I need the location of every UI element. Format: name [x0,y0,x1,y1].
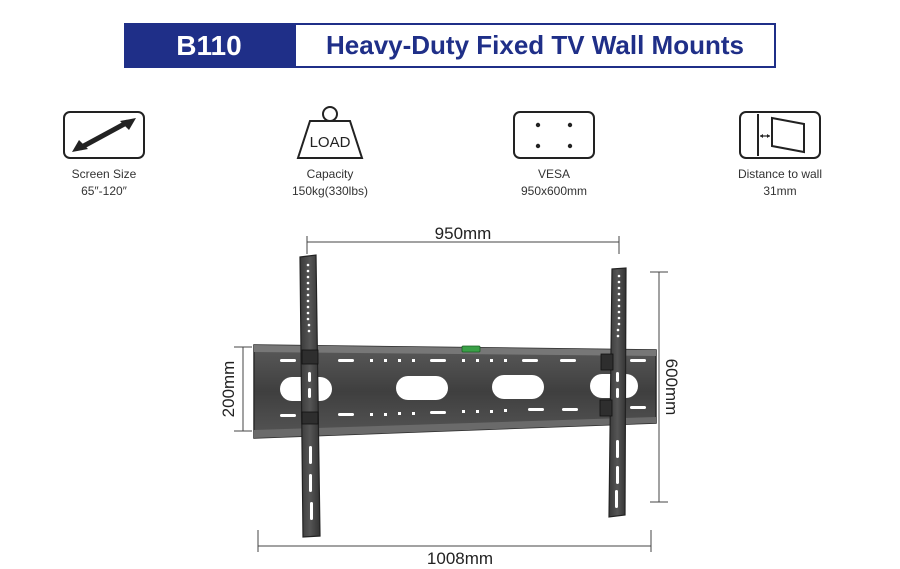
spec-label: Capacity [306,167,354,181]
spec-distance-to-wall: Distance to wall 31mm [690,110,870,199]
model-number: B110 [124,23,294,68]
dimension-bottom-width: 1008mm [257,530,652,568]
spec-label: VESA [537,167,570,181]
spec-value: 150kg(330lbs) [291,184,369,198]
dimension-right-height: 600mm [650,271,681,503]
spec-label: Screen Size [71,167,137,181]
dimension-top-width: 950mm [306,224,620,254]
wall-plate [253,344,657,439]
wall-distance-icon [739,111,821,159]
spec-value: 950x600mm [520,184,588,198]
product-title: Heavy-Duty Fixed TV Wall Mounts [294,23,776,68]
left-vertical-arm [299,254,321,538]
dimension-label: 1008mm [427,549,493,568]
dimension-label: 950mm [435,224,492,243]
header-banner: B110 Heavy-Duty Fixed TV Wall Mounts [124,23,776,68]
spec-value: 65″-120″ [81,184,127,198]
spec-label: Distance to wall [737,167,823,181]
right-vertical-arm [599,267,627,518]
spec-capacity: LOAD Capacity 150kg(330lbs) [240,104,420,199]
dimension-label: 200mm [219,361,238,418]
spec-vesa: VESA 950x600mm [464,110,644,199]
spec-screen-size: Screen Size 65″-120″ [14,110,194,199]
load-weight-icon: LOAD [296,106,364,159]
load-icon-text: LOAD [310,134,351,151]
dimension-label: 600mm [662,359,681,416]
vesa-pattern-icon [513,111,595,159]
spec-value: 31mm [763,184,797,198]
bubble-level-icon [461,345,481,353]
double-arrow-icon [63,111,145,159]
dimension-left-height: 200mm [219,346,252,432]
